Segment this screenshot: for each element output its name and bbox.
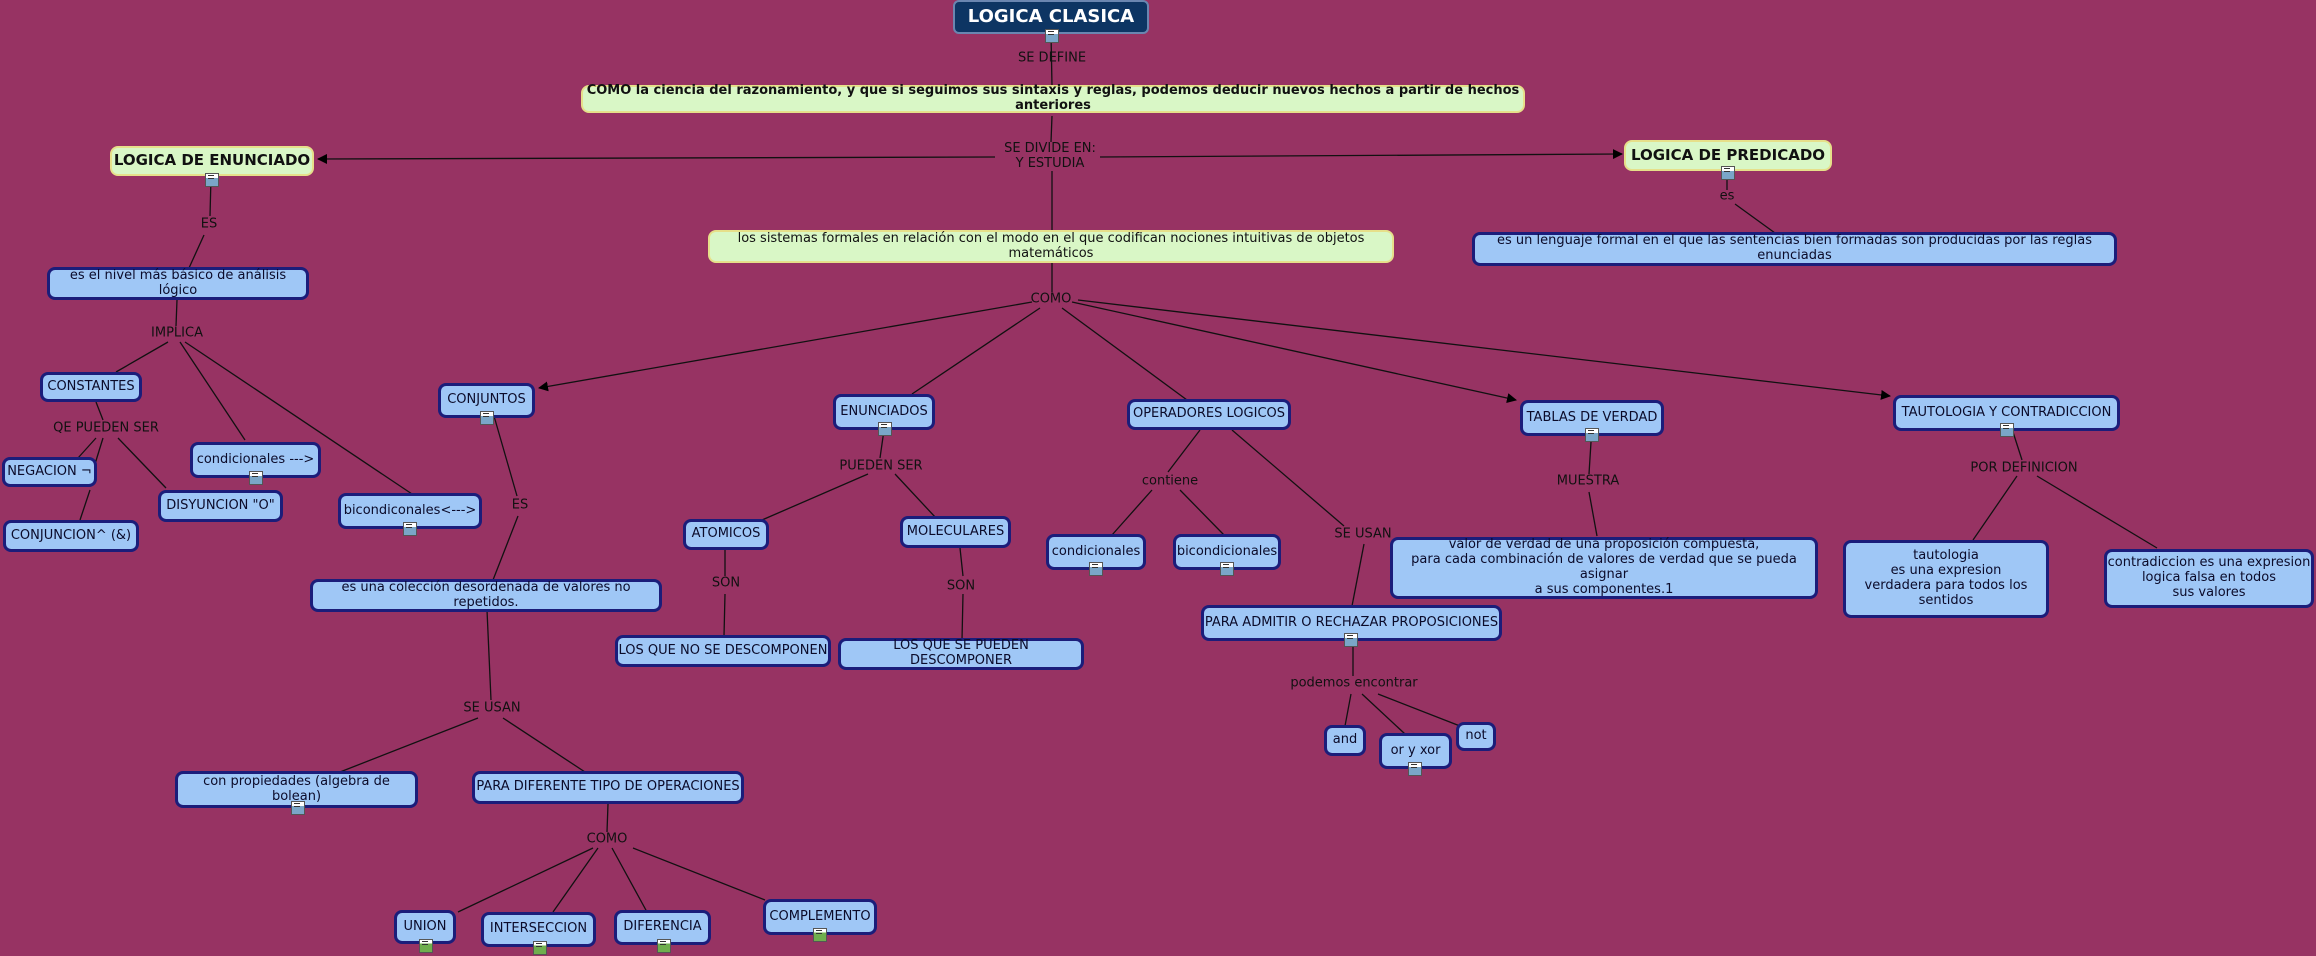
link-label-es-enunciado: ES	[200, 216, 218, 232]
link-label-pueden-ser: PUEDEN SER	[839, 458, 923, 474]
link-label-se-divide: SE DIVIDE EN: Y ESTUDIA	[1004, 141, 1096, 171]
node-operadores-logicos[interactable]: OPERADORES LOGICOS	[1127, 399, 1291, 430]
node-and[interactable]: and	[1324, 725, 1366, 756]
node-nivel-basico[interactable]: es el nivel más básico de análisis lógic…	[47, 267, 309, 300]
link-label-como-main: COMO	[1030, 291, 1072, 307]
node-condicionales-operadores[interactable]: condicionales	[1046, 534, 1146, 570]
link-label-se-usan-operadores: SE USAN	[1334, 526, 1392, 542]
node-coleccion[interactable]: es una colección desordenada de valores …	[310, 579, 662, 612]
node-sistemas-formales[interactable]: los sistemas formales en relación con el…	[708, 230, 1394, 263]
image-icon[interactable]	[657, 939, 671, 953]
link-label-podemos-encontrar: podemos encontrar	[1290, 675, 1418, 691]
document-icon[interactable]	[249, 471, 263, 485]
node-disyuncion[interactable]: DISYUNCION "O"	[158, 490, 283, 522]
node-si-descomponen[interactable]: LOS QUE SE PUEDEN DESCOMPONER	[838, 638, 1084, 670]
document-icon[interactable]	[403, 522, 417, 536]
node-contradiccion[interactable]: contradiccion es una expresion logica fa…	[2104, 549, 2314, 608]
document-icon[interactable]	[1721, 166, 1735, 180]
image-icon[interactable]	[419, 939, 433, 953]
document-icon[interactable]	[291, 801, 305, 815]
link-label-contiene: contiene	[1141, 473, 1199, 489]
link-label-implica: IMPLICA	[151, 325, 203, 341]
node-valor-verdad[interactable]: valor de verdad de una proposición compu…	[1390, 537, 1818, 599]
link-label-qe-pueden-ser: QE PUEDEN SER	[53, 420, 159, 436]
node-tautologia[interactable]: tautologia es una expresion verdadera pa…	[1843, 540, 2049, 618]
node-atomicos[interactable]: ATOMICOS	[683, 519, 769, 550]
node-no-descomponen[interactable]: LOS QUE NO SE DESCOMPONEN	[615, 635, 831, 667]
document-icon[interactable]	[1220, 562, 1234, 576]
node-tablas-verdad[interactable]: TABLAS DE VERDAD	[1520, 400, 1664, 436]
node-lenguaje-formal[interactable]: es un lenguaje formal en el que las sent…	[1472, 232, 2117, 266]
link-label-es-predicado: es	[1719, 188, 1735, 204]
node-not[interactable]: not	[1456, 722, 1496, 751]
node-definition[interactable]: COMO la ciencia del razonamiento, y que …	[581, 83, 1525, 113]
link-label-son-atomicos: SON	[711, 575, 741, 591]
link-label-muestra: MUESTRA	[1556, 473, 1620, 489]
link-label-como-operaciones: COMO	[586, 831, 628, 847]
document-icon[interactable]	[1585, 428, 1599, 442]
link-label-son-moleculares: SON	[946, 578, 976, 594]
node-moleculares[interactable]: MOLECULARES	[900, 516, 1011, 548]
document-icon[interactable]	[1045, 29, 1059, 43]
document-icon[interactable]	[1408, 762, 1422, 776]
node-conjuncion[interactable]: CONJUNCION^ (&)	[3, 520, 139, 552]
document-icon[interactable]	[205, 173, 219, 187]
node-enunciados[interactable]: ENUNCIADOS	[833, 394, 935, 430]
document-icon[interactable]	[480, 411, 494, 425]
node-logica-predicado[interactable]: LOGICA DE PREDICADO	[1624, 140, 1832, 171]
node-constantes[interactable]: CONSTANTES	[40, 372, 142, 402]
node-tautologia-contradiccion[interactable]: TAUTOLOGIA Y CONTRADICCION	[1893, 395, 2120, 431]
image-icon[interactable]	[533, 941, 547, 955]
node-logica-enunciado[interactable]: LOGICA DE ENUNCIADO	[110, 146, 314, 176]
node-logica-clasica[interactable]: LOGICA CLASICA	[953, 0, 1149, 34]
node-diferentes-operaciones[interactable]: PARA DIFERENTE TIPO DE OPERACIONES	[472, 771, 744, 804]
document-icon[interactable]	[2000, 423, 2014, 437]
link-label-por-definicion: POR DEFINICION	[1970, 460, 2078, 476]
document-icon[interactable]	[878, 422, 892, 436]
document-icon[interactable]	[1344, 633, 1358, 647]
image-icon[interactable]	[813, 928, 827, 942]
document-icon[interactable]	[1089, 562, 1103, 576]
link-label-se-define: SE DEFINE	[1017, 50, 1087, 66]
node-negacion[interactable]: NEGACION ¬	[2, 457, 97, 487]
link-label-es-conjuntos: ES	[511, 497, 529, 513]
link-label-se-usan-conjuntos: SE USAN	[463, 700, 521, 716]
